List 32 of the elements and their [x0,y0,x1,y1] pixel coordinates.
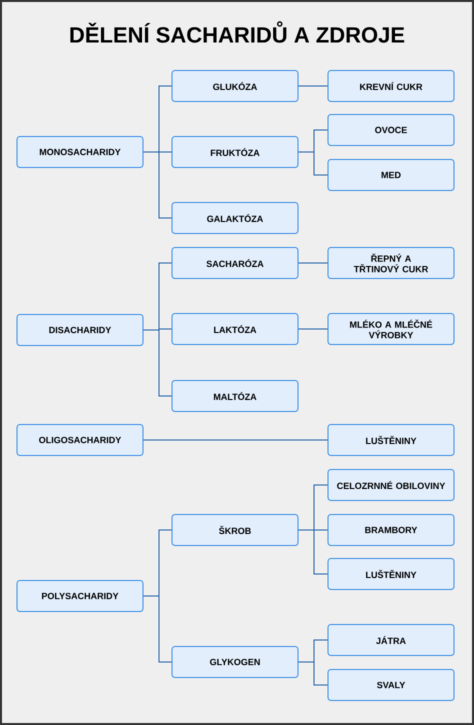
category-box: ŘEPNÝ A TŘTINOVÝ CUKR [328,247,454,279]
category-box: MALTÓZA [172,380,298,412]
category-box: FRUKTÓZA [172,136,298,168]
category-box: GLYKOGEN [172,646,298,678]
connector-line [143,152,172,218]
category-box: OLIGOSACHARIDY [16,424,144,456]
category-box: ŠKROB [172,514,298,546]
category-box: POLYSACHARIDY [16,580,144,612]
category-box: DISACHARIDY [16,314,144,346]
category-box: BRAMBORY [328,514,454,546]
connector-line [298,152,328,176]
connector-line [298,262,328,264]
connector-line [298,662,328,686]
category-box: CELOZRNNÉ OBILOVINY [328,469,454,501]
category-box: GALAKTÓZA [172,202,298,234]
title: DĚLENÍ SACHARIDŮ A ZDROJE [70,21,404,43]
category-box: LAKTÓZA [172,313,298,345]
category-box: GLUKÓZA [172,70,298,102]
category-box: OVOCE [328,114,454,146]
connector-line [298,328,328,330]
category-box: KREVNÍ CUKR [328,70,454,102]
category-box: JÁTRA [328,624,454,656]
connector-line [298,530,328,574]
connector-line [143,596,172,662]
category-box: MONOSACHARIDY [16,136,144,168]
category-box: SVALY [328,669,454,701]
category-box: MED [328,159,454,191]
category-box: LUŠTĚNINY [328,558,454,590]
connector-line [143,330,172,396]
category-box: MLÉKO A MLÉČNÉ VÝROBKY [328,313,454,345]
category-box: LUŠTĚNINY [328,424,454,456]
category-box: SACHARÓZA [172,247,298,279]
